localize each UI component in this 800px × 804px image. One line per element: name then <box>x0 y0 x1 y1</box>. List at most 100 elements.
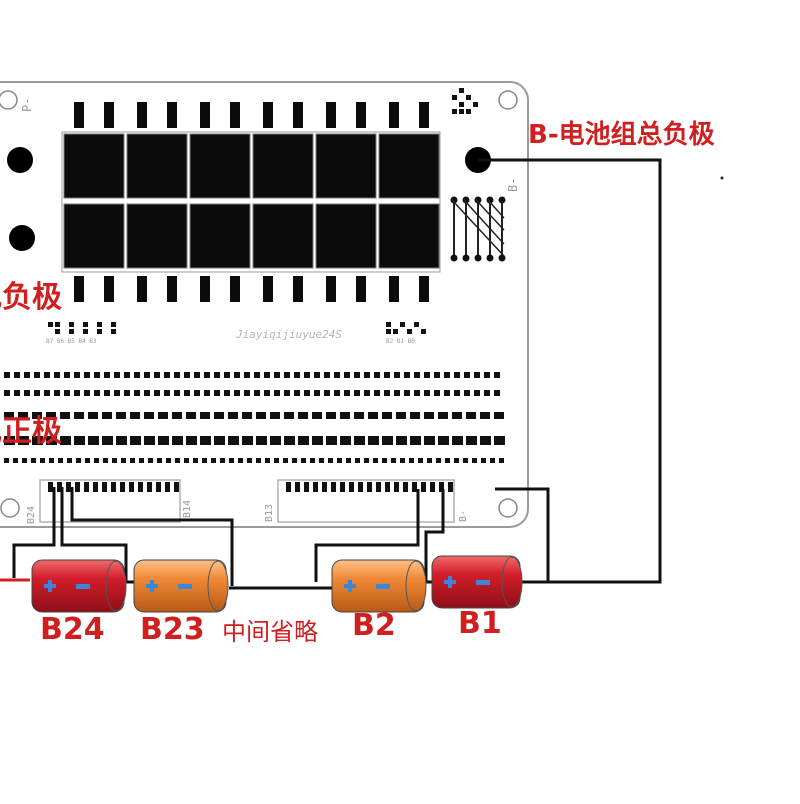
balance-pad <box>340 412 350 419</box>
wire-b-minus-to-b1 <box>478 158 662 584</box>
led-indicators <box>48 88 478 334</box>
b-minus-total-negative-label: B-电池组总负极 <box>528 120 715 150</box>
led-dot <box>414 322 419 327</box>
resistor-pad <box>450 196 458 204</box>
balance-pad <box>354 372 360 378</box>
balance-pad <box>154 390 160 396</box>
connector-pin <box>75 482 80 492</box>
balance-pad <box>368 412 378 419</box>
mosfet-body <box>378 203 440 269</box>
cell-label-b1: B1 <box>458 606 502 641</box>
balance-pad <box>270 412 280 419</box>
mosfet-pin <box>137 102 147 128</box>
mosfet-pin <box>263 102 273 128</box>
mosfet-pin <box>356 276 366 302</box>
balance-pad <box>427 458 432 463</box>
balance-pad <box>314 372 320 378</box>
balance-pad <box>410 436 421 445</box>
balance-pad <box>211 458 216 463</box>
mosfet-pin <box>74 276 84 302</box>
balance-pad <box>58 458 63 463</box>
connector-pin <box>340 482 345 492</box>
balance-pad <box>474 390 480 396</box>
balance-pad <box>264 372 270 378</box>
resistor-pad <box>462 196 470 204</box>
led-dot <box>393 329 398 334</box>
balance-pad <box>200 436 211 445</box>
p-minus-terminal-lower <box>9 225 35 251</box>
balance-pad <box>85 458 90 463</box>
balance-pad <box>310 458 315 463</box>
balance-pad <box>472 458 477 463</box>
balance-pad <box>202 458 207 463</box>
led-dot <box>97 329 102 334</box>
balance-pad <box>54 390 60 396</box>
balance-pad <box>121 458 126 463</box>
balance-pad <box>274 458 279 463</box>
mosfet-pin <box>419 102 429 128</box>
mounting-hole <box>498 90 518 110</box>
balance-pad <box>284 372 290 378</box>
balance-pad <box>484 372 490 378</box>
connector-pin <box>376 482 381 492</box>
balance-pad <box>424 390 430 396</box>
b-minus-resistor-group <box>450 196 506 262</box>
connector-pin <box>102 482 107 492</box>
balance-pad <box>400 458 405 463</box>
p-minus-terminal <box>7 147 33 173</box>
balance-pad <box>480 436 491 445</box>
balance-pad <box>200 412 210 419</box>
minus-icon <box>376 584 390 589</box>
balance-pad <box>298 412 308 419</box>
connector-pin <box>394 482 399 492</box>
cell-label-b24: B24 <box>40 612 105 647</box>
balance-pad <box>414 372 420 378</box>
mosfet-pin <box>293 276 303 302</box>
plus-icon <box>448 576 452 588</box>
mosfet-body <box>63 203 125 269</box>
balance-pad <box>31 458 36 463</box>
balance-pad <box>284 390 290 396</box>
balance-pad <box>60 412 70 419</box>
balance-pad <box>34 390 40 396</box>
balance-pad <box>294 372 300 378</box>
balance-pad <box>384 372 390 378</box>
plus-icon <box>348 580 352 592</box>
connector-pin <box>48 482 53 492</box>
balance-pad <box>466 412 476 419</box>
mosfet-pin <box>389 102 399 128</box>
cell-cap <box>501 556 523 608</box>
balance-pad <box>454 458 459 463</box>
balance-pad <box>214 436 225 445</box>
mounting-hole <box>498 498 518 518</box>
balance-pad <box>46 412 56 419</box>
connector-pin <box>111 482 116 492</box>
balance-pad <box>148 458 153 463</box>
balance-pad <box>104 390 110 396</box>
balance-pad <box>324 372 330 378</box>
balance-pad <box>256 458 261 463</box>
balance-pad <box>382 436 393 445</box>
balance-pad <box>396 436 407 445</box>
balance-connector-left <box>39 479 181 523</box>
balance-pad <box>414 390 420 396</box>
led-dot <box>466 109 471 114</box>
wire-b24-junction-up <box>60 487 128 582</box>
mosfet-pin <box>200 276 210 302</box>
silk-p-minus: P- <box>20 97 34 112</box>
omitted-middle-label: 中间省略 <box>222 618 318 646</box>
balance-pad <box>304 390 310 396</box>
balance-pad-rows <box>4 372 505 463</box>
led-dot <box>55 329 60 334</box>
resistor-link <box>463 199 505 245</box>
mosfet-body <box>252 133 314 199</box>
mosfet-pin <box>230 102 240 128</box>
balance-pad <box>334 390 340 396</box>
balance-pad <box>264 390 270 396</box>
balance-pad <box>130 436 141 445</box>
connector-pin <box>439 482 444 492</box>
silk-led-group-right: B2 B1 B0 <box>386 338 415 345</box>
balance-pad <box>175 458 180 463</box>
mosfet-pin <box>263 276 273 302</box>
balance-pad <box>44 390 50 396</box>
